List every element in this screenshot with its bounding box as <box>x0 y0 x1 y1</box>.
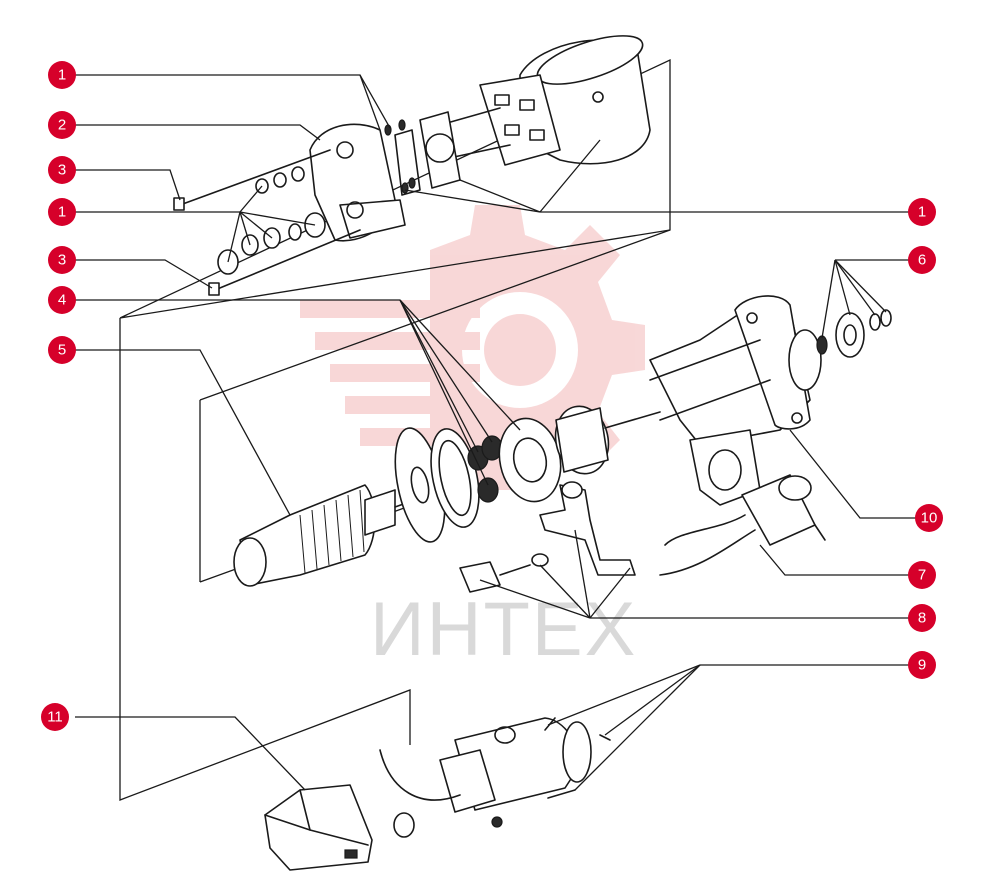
svg-text:8: 8 <box>918 610 926 627</box>
callout-markers: 1 2 3 1 3 4 5 <box>41 61 943 731</box>
callout-7: 7 <box>908 561 936 589</box>
armature-group <box>199 229 671 587</box>
svg-text:5: 5 <box>58 342 66 359</box>
relay-assembly <box>659 474 826 576</box>
svg-text:1: 1 <box>58 204 66 221</box>
group-frame-top <box>119 58 671 319</box>
callout-4: 4 <box>48 286 76 314</box>
callout-1-top: 1 <box>48 61 76 89</box>
callout-8: 8 <box>908 604 936 632</box>
watermark-text: ИНТЕХ <box>370 587 637 672</box>
svg-text:11: 11 <box>47 709 63 726</box>
callout-11: 11 <box>41 703 69 731</box>
callout-10: 10 <box>915 504 943 532</box>
group-frame-mid-top <box>199 229 671 401</box>
svg-text:2: 2 <box>58 117 66 134</box>
svg-text:3: 3 <box>58 162 66 179</box>
fastener-set <box>217 166 326 275</box>
callout-6: 6 <box>908 246 936 274</box>
brush-holder <box>479 74 561 166</box>
pinion-gear <box>816 309 892 358</box>
svg-text:1: 1 <box>58 67 66 84</box>
callout-3-bottom: 3 <box>48 246 76 274</box>
svg-text:6: 6 <box>918 252 926 269</box>
solenoid-assembly <box>379 717 611 838</box>
svg-text:10: 10 <box>921 510 938 527</box>
callout-2: 2 <box>48 111 76 139</box>
svg-text:4: 4 <box>58 292 66 309</box>
shift-lever <box>459 481 636 593</box>
svg-text:3: 3 <box>58 252 66 269</box>
callout-9: 9 <box>908 651 936 679</box>
ring-gear <box>430 428 480 528</box>
svg-text:7: 7 <box>918 567 926 584</box>
callout-1-left: 1 <box>48 198 76 226</box>
end-housing-assembly <box>119 35 671 319</box>
callout-3-top: 3 <box>48 156 76 184</box>
leader-lines <box>75 74 920 791</box>
drive-end-housing <box>649 295 822 506</box>
terminal-cover <box>264 784 373 871</box>
group-frame-bottom <box>119 318 411 801</box>
svg-text:9: 9 <box>918 657 926 674</box>
callout-1-right: 1 <box>908 198 936 226</box>
svg-text:1: 1 <box>918 204 926 221</box>
callout-5: 5 <box>48 336 76 364</box>
